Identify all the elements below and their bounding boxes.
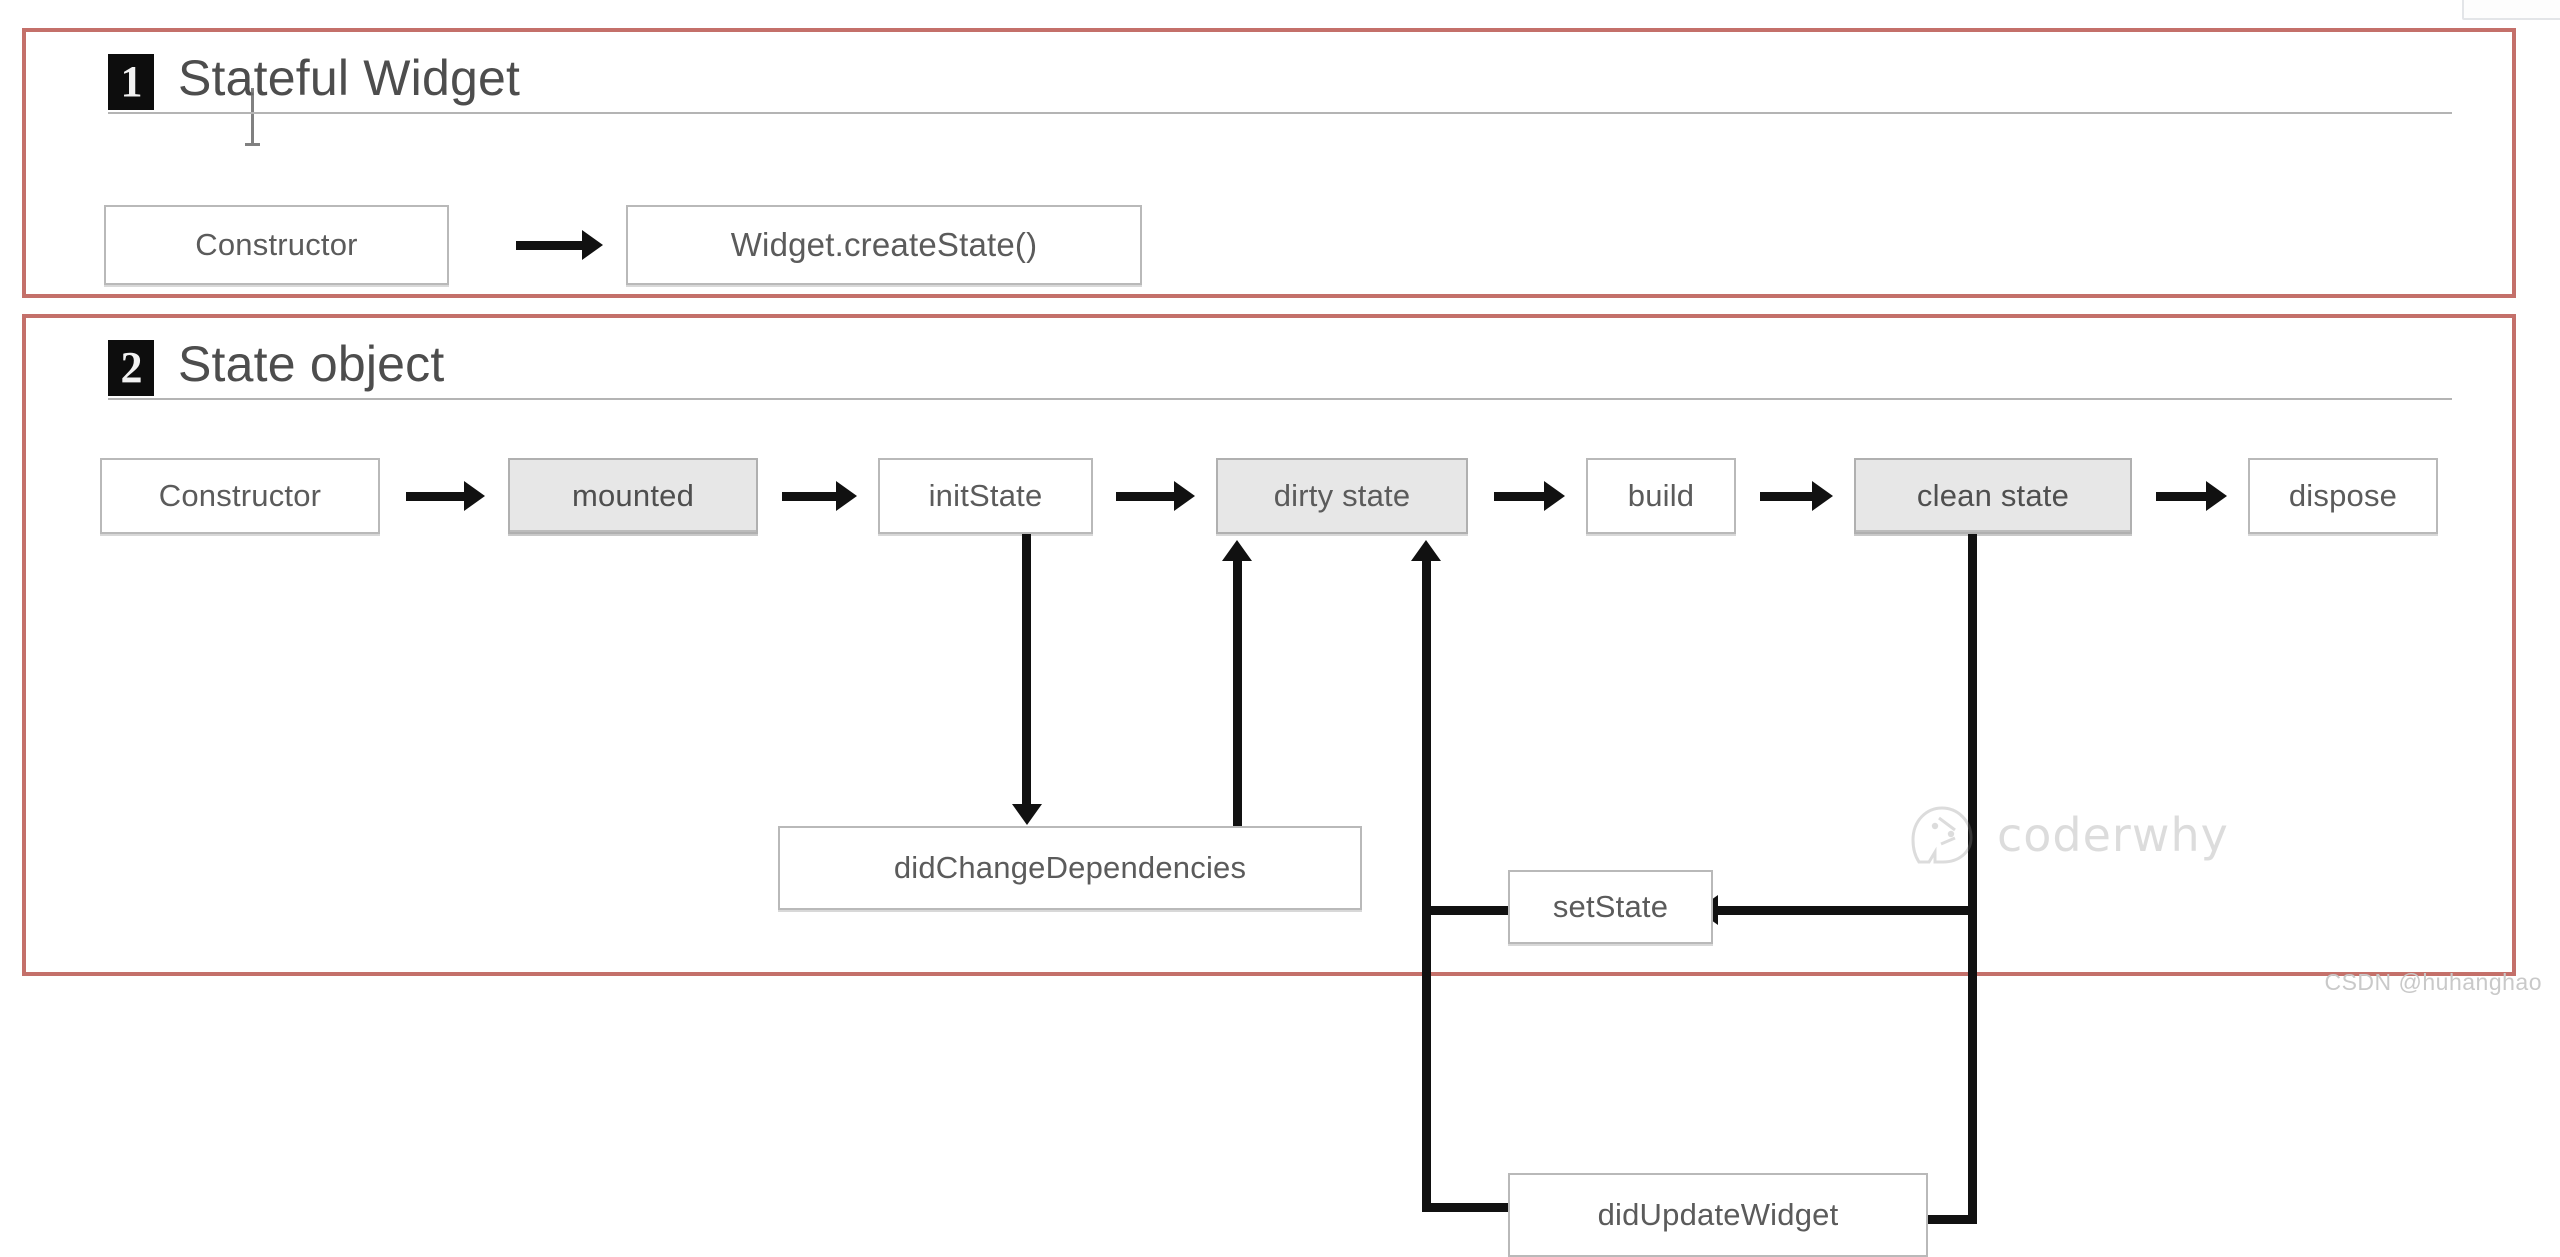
partial-window-fragment: [2462, 0, 2560, 20]
node-label: build: [1627, 478, 1695, 513]
arrow-initstate-to-dirtystate-head: [1174, 481, 1195, 511]
section-header-stateful-widget: 1 Stateful Widget: [108, 46, 2452, 146]
connector-feedback-bus-vline: [1422, 560, 1431, 1212]
node-label: clean state: [1916, 478, 2070, 513]
arrow-cleanstate-to-dispose-line: [2156, 492, 2208, 501]
panel-state-object: 2 State object Constructor mounted initS…: [22, 314, 2516, 1257]
node-label: initState: [928, 478, 1043, 513]
connector-didchangedeps-up-head: [1222, 540, 1252, 561]
arrow-dirtystate-to-build-line: [1494, 492, 1546, 501]
node-didchangedependencies[interactable]: didChangeDependencies: [778, 826, 1362, 910]
node-label: Widget.createState(): [730, 226, 1038, 263]
node-label: Constructor: [195, 227, 358, 262]
node-didupdatewidget[interactable]: didUpdateWidget: [1508, 1173, 1928, 1257]
node-label: mounted: [571, 478, 695, 513]
node-label: dispose: [2288, 478, 2398, 513]
text-caret-artifact: [245, 88, 260, 146]
section-header-rule: [108, 398, 2452, 400]
connector-cleanstate-down-vline: [1968, 534, 1977, 1224]
node-setstate[interactable]: setState: [1508, 870, 1713, 944]
node-constructor-state[interactable]: Constructor: [100, 458, 380, 534]
node-dirty-state[interactable]: dirty state: [1216, 458, 1468, 534]
arrow-dirtystate-to-build-head: [1544, 481, 1565, 511]
section-header-state-object: 2 State object: [108, 332, 2452, 408]
node-initstate[interactable]: initState: [878, 458, 1093, 534]
connector-cleanstate-to-setstate-line: [1718, 906, 1976, 915]
node-mounted[interactable]: mounted: [508, 458, 758, 534]
arrow-mounted-to-initstate-head: [836, 481, 857, 511]
arrow-build-to-cleanstate-line: [1760, 492, 1814, 501]
arrow-cleanstate-to-dispose-head: [2206, 481, 2227, 511]
node-constructor-widget[interactable]: Constructor: [104, 205, 449, 285]
node-widget-createstate[interactable]: Widget.createState(): [626, 205, 1142, 285]
connector-initstate-down-line: [1022, 534, 1031, 806]
connector-didupdatewidget-to-bus: [1422, 1203, 1508, 1212]
connector-feedback-bus-head: [1411, 540, 1441, 561]
arrow-constructor-to-mounted-line: [406, 492, 466, 501]
arrow-mounted-to-initstate-line: [782, 492, 838, 501]
node-label: didChangeDependencies: [893, 850, 1247, 885]
arrow-build-to-cleanstate-head: [1812, 481, 1833, 511]
arrow-initstate-to-dirtystate-line: [1116, 492, 1176, 501]
connector-didchangedeps-up-line: [1233, 560, 1242, 860]
node-label: Constructor: [158, 478, 322, 513]
connector-initstate-down-head: [1012, 804, 1042, 825]
arrow-constructor-to-mounted-head: [464, 481, 485, 511]
node-label: dirty state: [1273, 478, 1411, 513]
section-header-rule: [108, 112, 2452, 114]
arrow-constructor-to-createstate-line: [516, 241, 584, 250]
connector-setstate-to-bus: [1422, 906, 1508, 915]
section-number-badge: 2: [108, 340, 154, 396]
arrow-constructor-to-createstate-head: [582, 230, 603, 260]
panel-stateful-widget: 1 Stateful Widget Constructor Widget.cre…: [22, 28, 2516, 298]
node-clean-state[interactable]: clean state: [1854, 458, 2132, 534]
section-title: Stateful Widget: [178, 50, 521, 106]
section-title: State object: [178, 336, 445, 392]
node-dispose[interactable]: dispose: [2248, 458, 2438, 534]
node-build[interactable]: build: [1586, 458, 1736, 534]
csdn-attribution: CSDN @huhanghao: [2324, 969, 2542, 995]
node-label: didUpdateWidget: [1597, 1197, 1839, 1232]
node-label: setState: [1552, 889, 1669, 924]
section-number-badge: 1: [108, 54, 154, 110]
